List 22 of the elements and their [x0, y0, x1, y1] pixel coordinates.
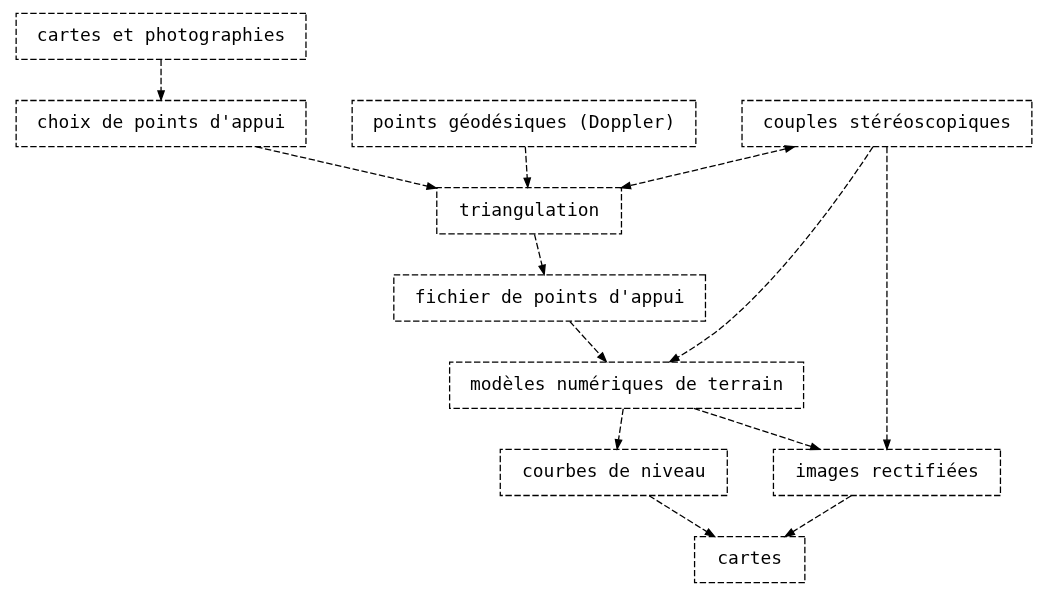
arrow — [783, 495, 852, 538]
node-box: modèles numériques de terrain — [449, 361, 805, 409]
arrow — [533, 233, 546, 277]
arrow — [569, 320, 608, 363]
arrow — [523, 146, 532, 190]
node-box: fichier de points d'appui — [393, 274, 707, 322]
arrow — [157, 59, 166, 102]
arrow — [668, 146, 874, 363]
node-box: cartes — [693, 535, 806, 584]
arrow — [614, 408, 624, 451]
arrow — [619, 145, 797, 190]
node-box: couples stéréoscopiques — [741, 99, 1033, 148]
arrow — [882, 146, 891, 452]
arrow — [648, 495, 717, 538]
node-box: points géodésiques (Doppler) — [351, 99, 697, 148]
node-box: courbes de niveau — [499, 448, 728, 497]
node-box: images rectifiées — [772, 448, 1002, 497]
node-box: cartes et photographies — [15, 12, 307, 61]
arrow — [255, 146, 439, 190]
arrow — [693, 407, 822, 451]
node-box: triangulation — [436, 187, 623, 235]
node-box: choix de points d'appui — [15, 99, 307, 148]
